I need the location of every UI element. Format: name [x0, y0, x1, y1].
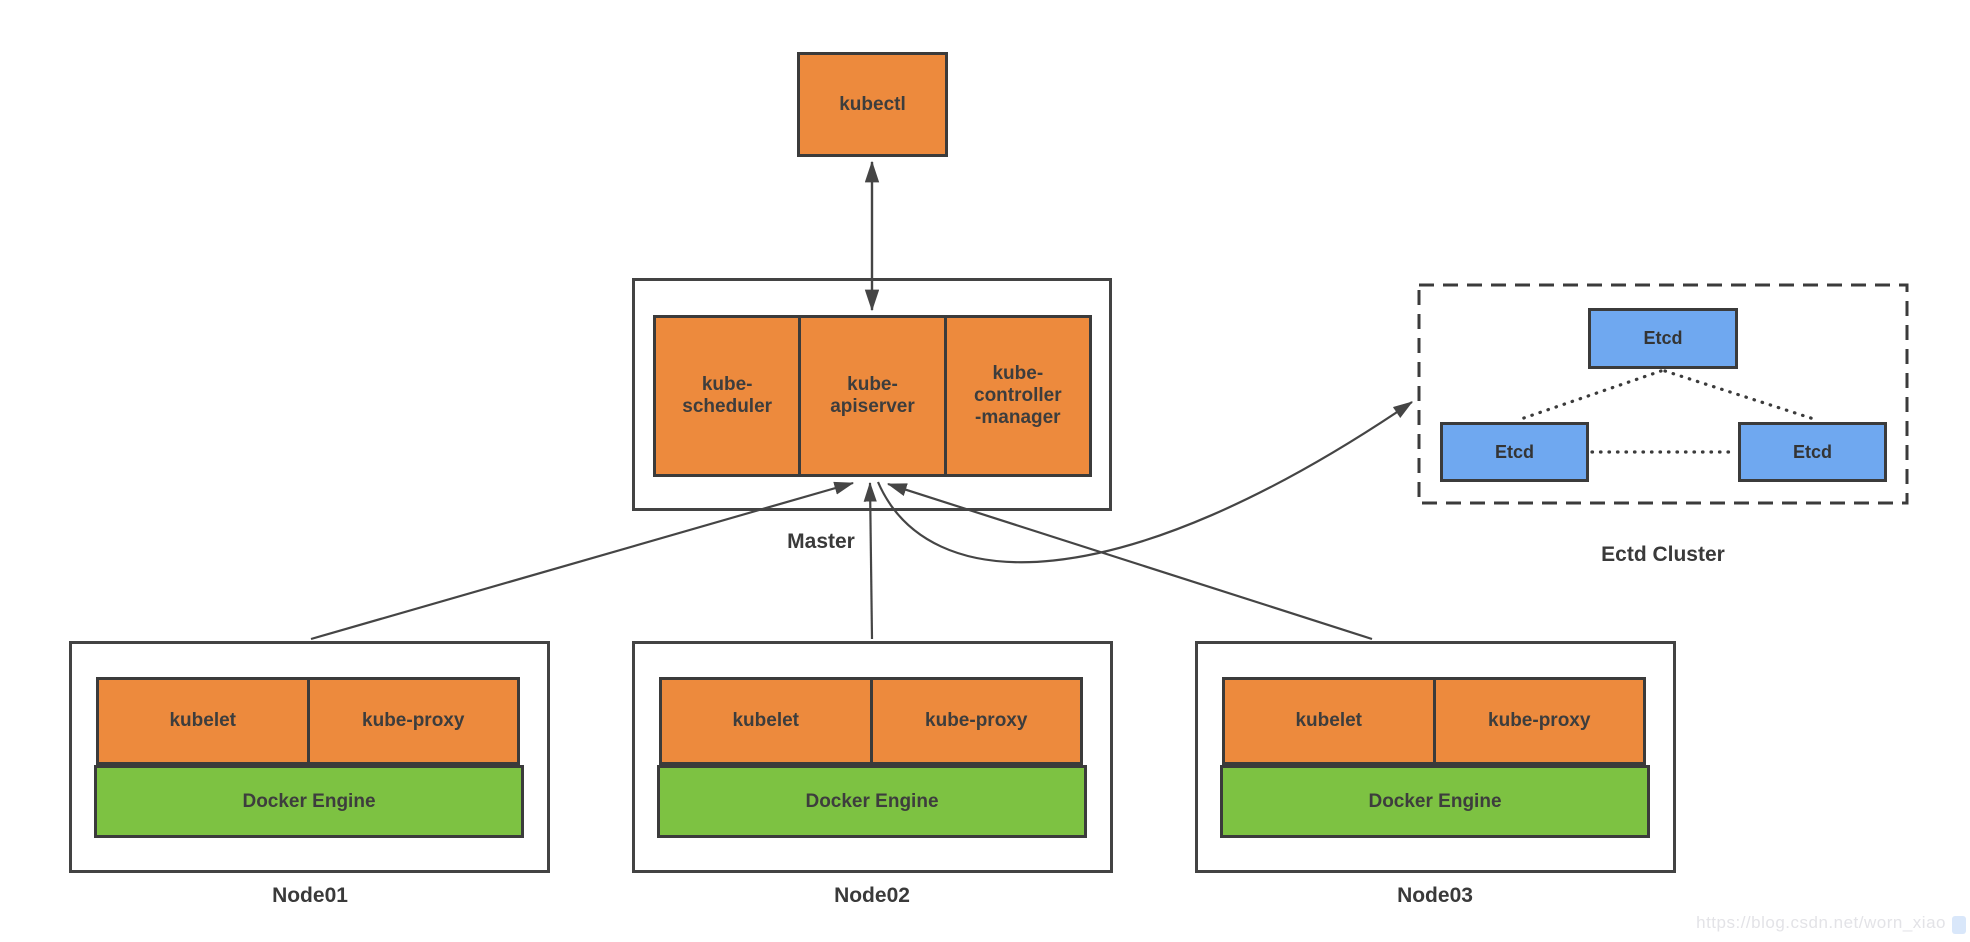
master-components-row: kube- scheduler kube- apiserver kube- co…: [653, 315, 1092, 477]
kubelet-box: kubelet: [1222, 677, 1436, 765]
master-label: Master: [787, 530, 855, 553]
dotted-link-etcd-top-right: [1663, 369, 1819, 422]
node02-label: Node02: [834, 884, 910, 907]
kubelet-box: kubelet: [659, 677, 873, 765]
node03-components-row: kubelet kube-proxy: [1222, 677, 1646, 765]
csdn-watermark-icon: [1952, 916, 1966, 934]
kubelet-box: kubelet: [96, 677, 310, 765]
kube-proxy-box: kube-proxy: [1432, 677, 1646, 765]
etcd-node-right-box: Etcd: [1738, 422, 1887, 482]
kubectl-box: kubectl: [797, 52, 948, 157]
node03-box: kubelet kube-proxy Docker Engine: [1195, 641, 1676, 873]
node01-box: kubelet kube-proxy Docker Engine: [69, 641, 550, 873]
etcd-label: Etcd: [1792, 441, 1832, 462]
etcd-node-top-box: Etcd: [1588, 308, 1738, 369]
node02-box: kubelet kube-proxy Docker Engine: [632, 641, 1113, 873]
kube-proxy-box: kube-proxy: [306, 677, 520, 765]
etcd-label: Etcd: [1643, 328, 1683, 348]
etcd-node-left-box: Etcd: [1440, 422, 1589, 482]
kube-controller-manager-box: kube- controller -manager: [943, 315, 1092, 477]
docker-engine-box: Docker Engine: [657, 765, 1087, 838]
kube-proxy-box: kube-proxy: [869, 677, 1083, 765]
node01-components-row: kubelet kube-proxy: [96, 677, 520, 765]
kubectl-label: kubectl: [839, 93, 906, 115]
node01-label: Node01: [272, 884, 348, 907]
node02-components-row: kubelet kube-proxy: [659, 677, 1083, 765]
node03-label: Node03: [1397, 884, 1473, 907]
etcd-label: Etcd: [1494, 441, 1534, 462]
kube-scheduler-box: kube- scheduler: [653, 315, 802, 477]
docker-engine-box: Docker Engine: [1220, 765, 1650, 838]
etcd-cluster-label: Ectd Cluster: [1601, 543, 1725, 566]
kube-apiserver-box: kube- apiserver: [798, 315, 947, 477]
docker-engine-box: Docker Engine: [94, 765, 524, 838]
watermark-url: https://blog.csdn.net/worn_xiao: [1696, 913, 1946, 932]
dotted-link-etcd-top-left: [1516, 369, 1663, 422]
